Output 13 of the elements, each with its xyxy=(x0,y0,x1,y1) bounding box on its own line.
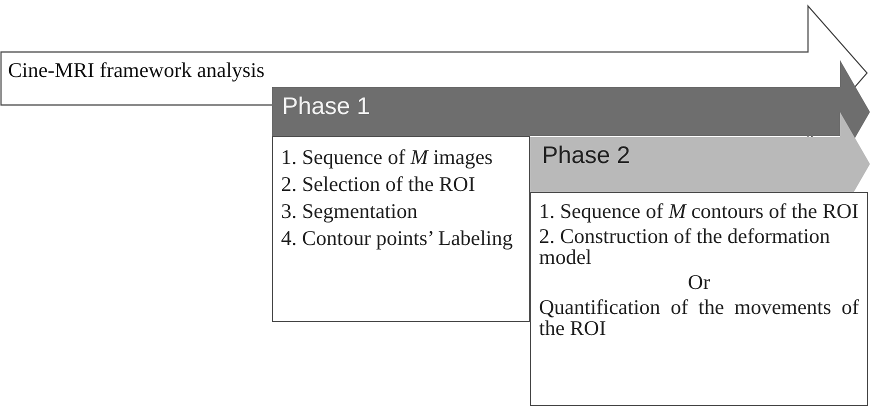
heading-text: Phase 1 xyxy=(282,93,370,121)
heading-text: Phase 2 xyxy=(542,142,630,170)
list-item: Or xyxy=(686,272,712,293)
list-item: 1. Sequence of M contours of the ROI xyxy=(539,201,859,222)
heading-text: Cine-MRI framework analysis xyxy=(8,58,265,83)
list-box xyxy=(272,136,530,322)
list-item: 2. Selection of the ROI xyxy=(281,172,476,196)
list-item: 3. Segmentation xyxy=(281,199,418,224)
list-item: 4. Contour points’ Labeling xyxy=(281,226,514,251)
list-item: Quantification of the movements of the ROI xyxy=(539,297,859,339)
list-item: 1. Sequence of M images xyxy=(281,145,494,170)
list-box xyxy=(530,192,868,406)
list-item: 2. Construction of the deformation model xyxy=(539,226,832,268)
